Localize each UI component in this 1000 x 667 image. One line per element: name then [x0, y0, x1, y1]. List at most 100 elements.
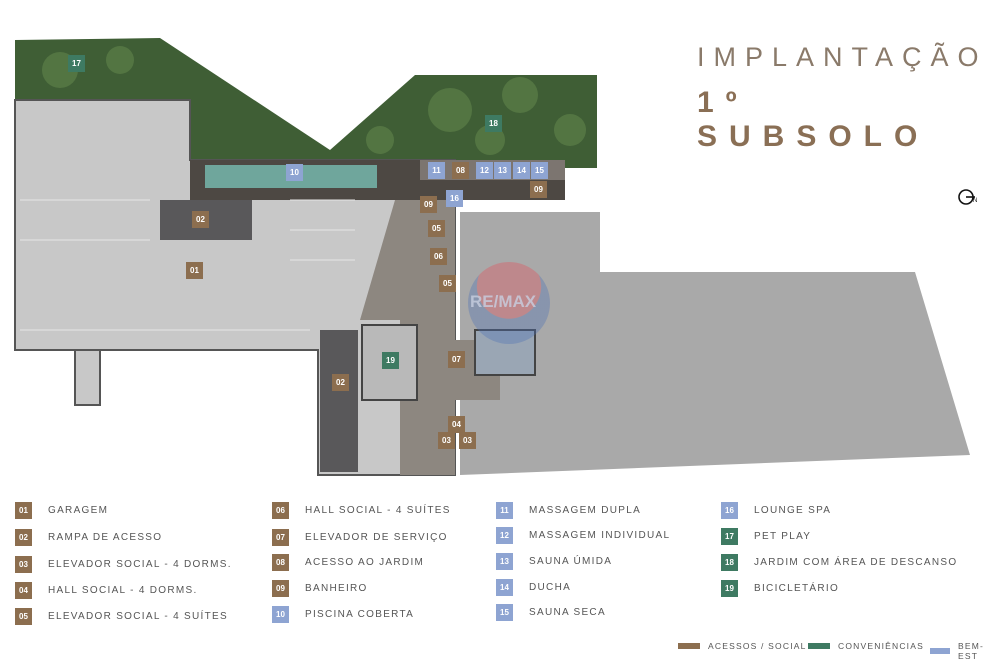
legend-label: PET PLAY: [754, 531, 812, 542]
north-arrow-icon: N: [958, 189, 977, 205]
watermark-logo: [468, 262, 550, 344]
legend-swatch: 14: [496, 579, 513, 596]
legend-swatch: 02: [15, 529, 32, 546]
legend-item: 02 RAMPA DE ACESSO: [15, 529, 162, 546]
marker-02: 02: [332, 374, 349, 391]
legend-label: RAMPA DE ACESSO: [48, 532, 163, 543]
ramp-lower: [320, 330, 358, 472]
marker-13: 13: [494, 162, 511, 179]
marker-03: 03: [438, 432, 455, 449]
marker-02: 02: [192, 211, 209, 228]
legend-item: 14 DUCHA: [496, 579, 571, 596]
legend-swatch: 06: [272, 502, 289, 519]
category-swatch: [678, 643, 700, 649]
marker-19: 19: [382, 352, 399, 369]
legend-swatch: 15: [496, 604, 513, 621]
legend-item: 13 SAUNA ÚMIDA: [496, 553, 612, 570]
legend-swatch: 05: [15, 608, 32, 625]
marker-06: 06: [430, 248, 447, 265]
marker-18: 18: [485, 115, 502, 132]
floor-plan: [14, 38, 970, 476]
legend-item: 05 ELEVADOR SOCIAL - 4 SUÍTES: [15, 608, 228, 625]
category-acessos-social: ACESSOS / SOCIAL: [678, 641, 807, 651]
legend-swatch: 17: [721, 528, 738, 545]
marker-03: 03: [459, 432, 476, 449]
right-site-area: [460, 212, 970, 475]
marker-10: 10: [286, 164, 303, 181]
legend-item: 19 BICICLETÁRIO: [721, 580, 839, 597]
page-subtitle: 1º SUBSOLO: [697, 86, 930, 153]
legend-label: PISCINA COBERTA: [305, 609, 415, 620]
legend-label: ELEVADOR SOCIAL - 4 SUÍTES: [48, 611, 228, 622]
marker-05: 05: [439, 275, 456, 292]
legend-item: 10 PISCINA COBERTA: [272, 606, 414, 623]
legend-swatch: 07: [272, 529, 289, 546]
legend-swatch: 11: [496, 502, 513, 519]
legend-swatch: 12: [496, 527, 513, 544]
marker-17: 17: [68, 55, 85, 72]
legend-swatch: 04: [15, 582, 32, 599]
marker-15: 15: [531, 162, 548, 179]
category-conveniencias: CONVENIÊNCIAS: [808, 641, 924, 651]
category-label: BEM-EST: [958, 641, 985, 661]
legend-label: SAUNA ÚMIDA: [529, 556, 613, 567]
legend-item: 15 SAUNA SECA: [496, 604, 606, 621]
marker-09: 09: [530, 181, 547, 198]
marker-09: 09: [420, 196, 437, 213]
category-bem-estar: BEM-EST: [930, 641, 1000, 661]
legend-item: 18 JARDIM COM ÁREA DE DESCANSO: [721, 554, 957, 571]
legend-swatch: 08: [272, 554, 289, 571]
legend-label: MASSAGEM DUPLA: [529, 505, 642, 516]
marker-08: 08: [452, 162, 469, 179]
category-label: CONVENIÊNCIAS: [838, 641, 924, 651]
category-swatch: [808, 643, 830, 649]
legend-swatch: 01: [15, 502, 32, 519]
legend-item: 08 ACESSO AO JARDIM: [272, 554, 424, 571]
legend-label: BICICLETÁRIO: [754, 583, 840, 594]
legend-item: 01 GARAGEM: [15, 502, 108, 519]
legend-item: 09 BANHEIRO: [272, 580, 368, 597]
marker-14: 14: [513, 162, 530, 179]
legend-item: 17 PET PLAY: [721, 528, 811, 545]
stair-box: [74, 349, 101, 406]
legend-swatch: 18: [721, 554, 738, 571]
marker-05: 05: [428, 220, 445, 237]
legend-label: DUCHA: [529, 582, 572, 593]
legend-label: ELEVADOR DE SERVIÇO: [305, 532, 448, 543]
legend-swatch: 10: [272, 606, 289, 623]
marker-11: 11: [428, 162, 445, 179]
legend-label: BANHEIRO: [305, 583, 368, 594]
marker-01: 01: [186, 262, 203, 279]
marker-04: 04: [448, 416, 465, 433]
legend-item: 07 ELEVADOR DE SERVIÇO: [272, 529, 448, 546]
watermark-text: RE/MAX: [470, 292, 537, 311]
legend-item: 03 ELEVADOR SOCIAL - 4 DORMS.: [15, 556, 232, 573]
legend-label: SAUNA SECA: [529, 607, 606, 618]
legend-label: HALL SOCIAL - 4 DORMS.: [48, 585, 198, 596]
legend-label: ACESSO AO JARDIM: [305, 557, 425, 568]
svg-text:N: N: [973, 198, 977, 204]
legend-label: MASSAGEM INDIVIDUAL: [529, 530, 671, 541]
page-title: IMPLANTAÇÃO: [697, 42, 988, 72]
legend-label: ELEVADOR SOCIAL - 4 DORMS.: [48, 559, 232, 570]
legend-swatch: 19: [721, 580, 738, 597]
legend-swatch: 09: [272, 580, 289, 597]
legend-item: 06 HALL SOCIAL - 4 SUÍTES: [272, 502, 451, 519]
legend-label: GARAGEM: [48, 505, 109, 516]
marker-16: 16: [446, 190, 463, 207]
category-label: ACESSOS / SOCIAL: [708, 641, 807, 651]
legend-swatch: 16: [721, 502, 738, 519]
legend-swatch: 03: [15, 556, 32, 573]
elevator-core: [474, 329, 536, 376]
category-swatch: [930, 648, 950, 654]
parking-lines: [20, 199, 355, 331]
hall-corridor: [360, 200, 500, 475]
legend-label: JARDIM COM ÁREA DE DESCANSO: [754, 557, 958, 568]
legend-item: 04 HALL SOCIAL - 4 DORMS.: [15, 582, 198, 599]
legend-label: HALL SOCIAL - 4 SUÍTES: [305, 505, 451, 516]
legend-item: 12 MASSAGEM INDIVIDUAL: [496, 527, 670, 544]
marker-12: 12: [476, 162, 493, 179]
legend-swatch: 13: [496, 553, 513, 570]
legend-item: 11 MASSAGEM DUPLA: [496, 502, 641, 519]
